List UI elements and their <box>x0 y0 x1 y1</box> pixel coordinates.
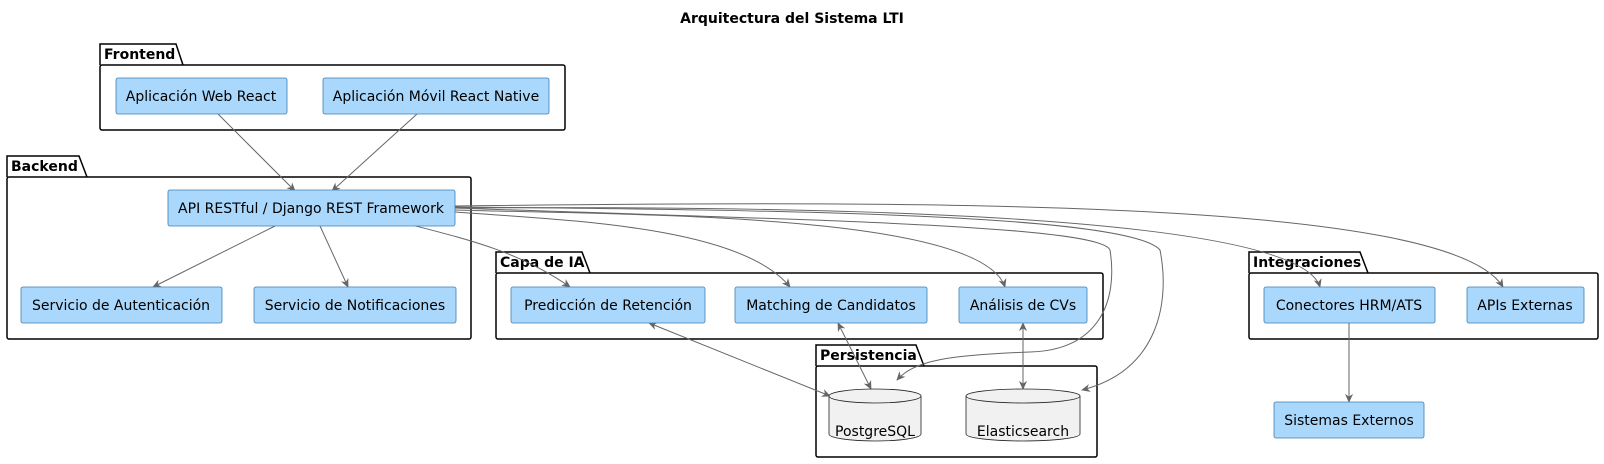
diagram-title: Arquitectura del Sistema LTI <box>680 11 904 27</box>
edge-movil-api <box>331 113 418 192</box>
package-label-backend: Backend <box>11 159 78 175</box>
node-label-elastic: Elasticsearch <box>977 424 1069 440</box>
node-prediccion-retencion: Predicción de Retención <box>510 286 706 324</box>
node-label-notif: Servicio de Notificaciones <box>265 298 445 314</box>
database-elasticsearch: Elasticsearch <box>965 388 1081 442</box>
package-label-frontend: Frontend <box>104 47 175 63</box>
node-label-movil: Aplicación Móvil React Native <box>333 89 539 105</box>
edge-api-auth <box>152 225 276 288</box>
node-label-api: API RESTful / Django REST Framework <box>178 201 445 217</box>
edge-api-notif <box>319 225 349 288</box>
node-label-sistemas-externos: Sistemas Externos <box>1284 413 1414 429</box>
node-label-web: Aplicación Web React <box>126 89 277 105</box>
edge-api-matching <box>454 211 791 288</box>
node-label-matching: Matching de Candidatos <box>746 298 916 314</box>
node-label-hrm: Conectores HRM/ATS <box>1276 298 1422 314</box>
edge-api-hrm <box>454 207 1322 288</box>
package-label-persistencia: Persistencia <box>820 348 917 364</box>
node-analisis-cvs: Análisis de CVs <box>958 286 1088 324</box>
node-label-postgres: PostgreSQL <box>835 424 915 440</box>
node-matching-candidatos: Matching de Candidatos <box>734 286 928 324</box>
edge-api-postgres <box>454 207 1113 381</box>
node-label-cvs: Análisis de CVs <box>970 298 1076 314</box>
node-servicio-notificaciones: Servicio de Notificaciones <box>253 286 457 324</box>
package-label-integraciones: Integraciones <box>1253 255 1361 271</box>
edge-api-retencion <box>407 223 571 288</box>
node-label-apis-externas: APIs Externas <box>1477 298 1572 314</box>
edge-api-elastic <box>454 206 1164 392</box>
node-web-react: Aplicación Web React <box>115 77 288 115</box>
package-label-ia: Capa de IA <box>500 255 585 271</box>
node-label-retencion: Predicción de Retención <box>524 298 692 314</box>
edge-api-apis-externas <box>454 203 1504 288</box>
node-movil-react-native: Aplicación Móvil React Native <box>322 77 550 115</box>
edges <box>152 113 1504 403</box>
node-servicio-autenticacion: Servicio de Autenticación <box>20 286 223 324</box>
edge-web-api <box>217 113 296 192</box>
edge-api-cvs <box>454 209 1007 288</box>
node-label-auth: Servicio de Autenticación <box>32 298 210 314</box>
edge-retencion-postgres <box>648 322 831 397</box>
node-apis-externas: APIs Externas <box>1466 286 1585 324</box>
edge-matching-postgres <box>837 322 872 390</box>
node-api-restful: API RESTful / Django REST Framework <box>167 189 456 227</box>
database-postgresql: PostgreSQL <box>828 388 922 442</box>
node-sistemas-externos: Sistemas Externos <box>1273 401 1425 439</box>
node-conectores-hrm-ats: Conectores HRM/ATS <box>1263 286 1436 324</box>
